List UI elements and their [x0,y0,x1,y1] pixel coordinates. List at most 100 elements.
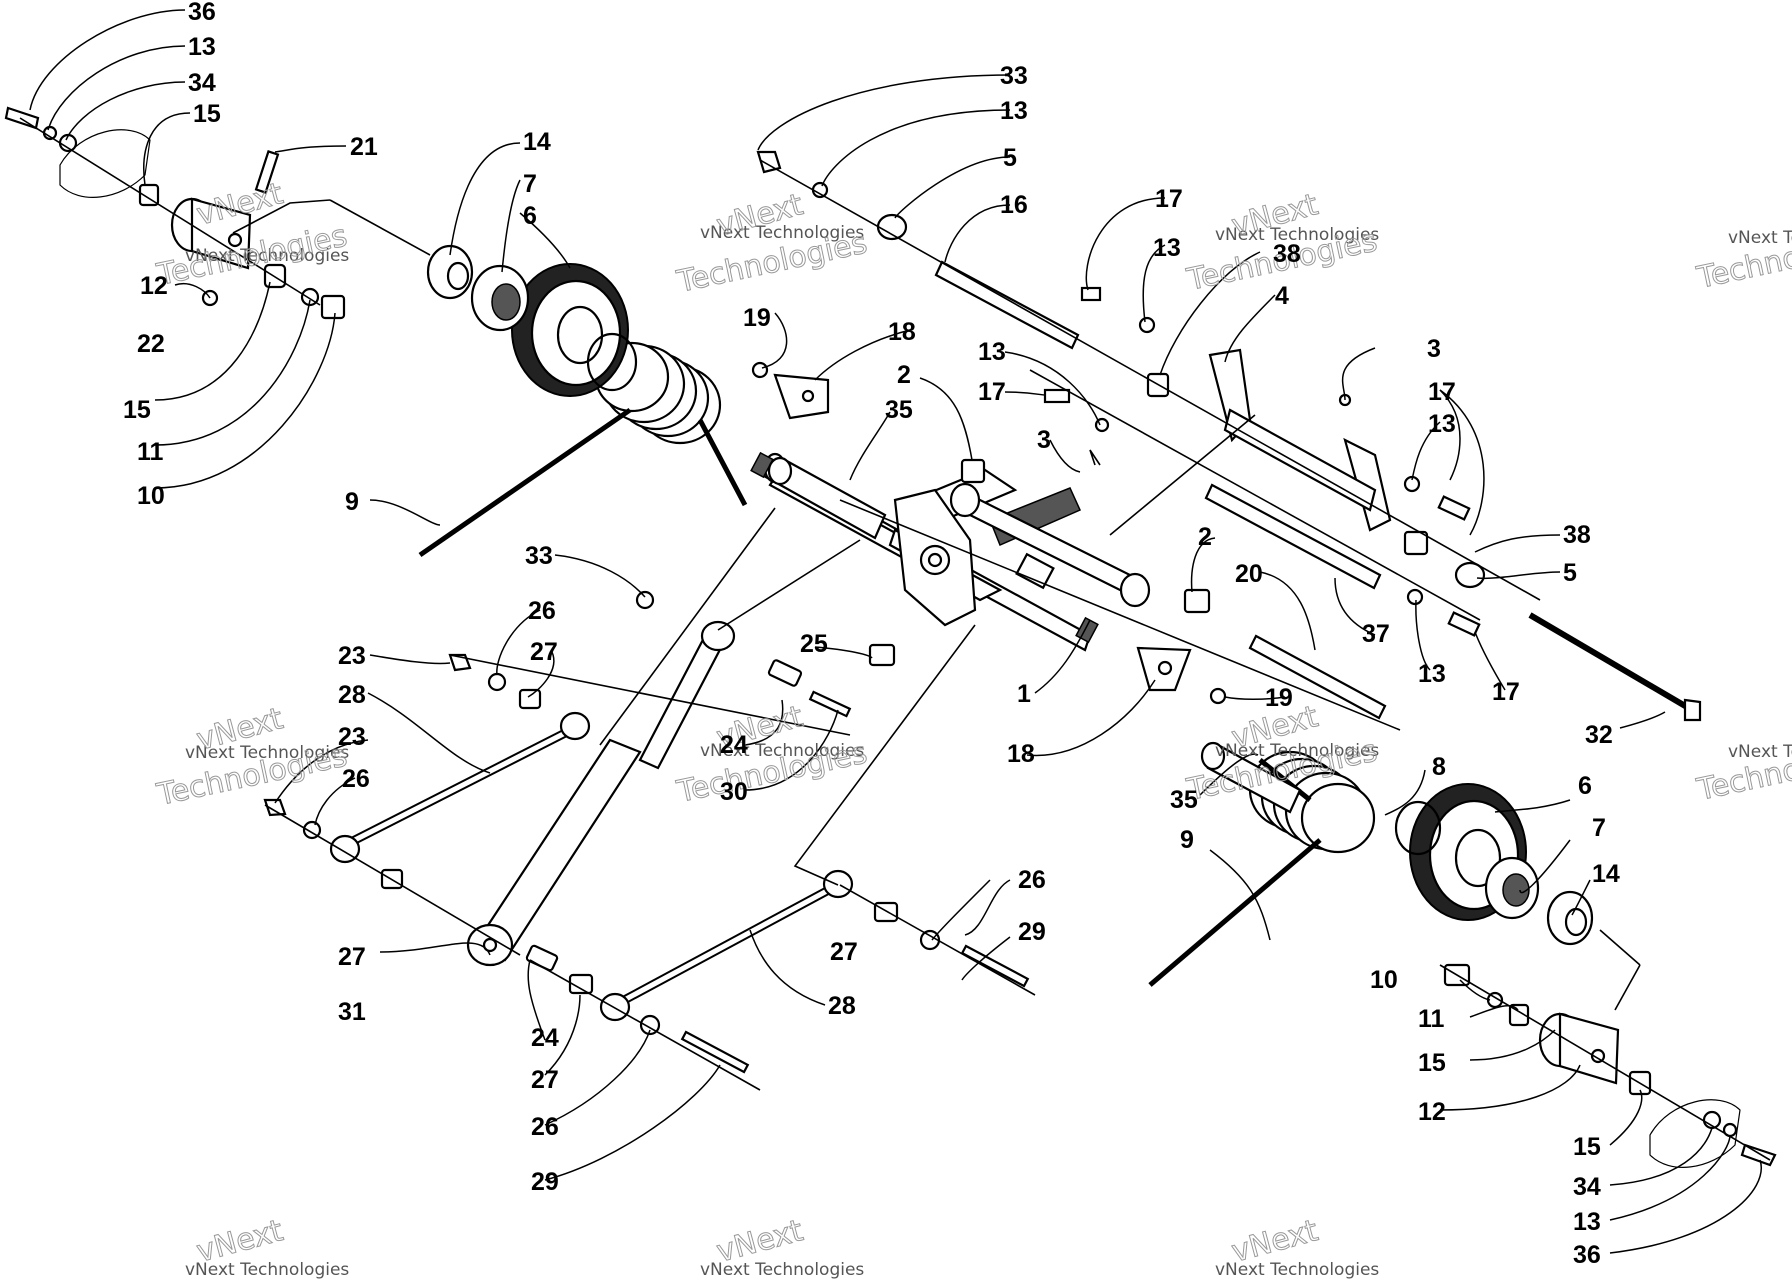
bushing-tubes [767,456,1302,814]
watermark: vNext Technologies [1215,225,1379,245]
links [329,711,854,1022]
part-label: 15 [1573,1133,1601,1161]
part-label: 1 [1017,680,1031,708]
part-label: 13 [188,33,216,61]
part-label: 5 [1003,144,1017,172]
watermark: vNext Technologies [185,246,349,266]
center-plate [893,488,977,627]
part-label: 27 [531,1066,559,1094]
part-label: 23 [338,642,366,670]
part-label: 35 [885,396,913,424]
part-label: 7 [1592,814,1606,842]
part-label: 22 [137,330,165,358]
part-label: 25 [800,630,828,658]
part-label: 19 [1265,684,1293,712]
part-label: 15 [1418,1049,1446,1077]
part-label: 26 [342,765,370,793]
part-label: 17 [1492,678,1520,706]
part-label: 3 [1427,335,1441,363]
part-label: 11 [137,438,164,466]
watermark: vNext Technologies [185,743,349,763]
part-label: 33 [1000,62,1028,90]
part-label: 14 [523,128,551,156]
parts-drawing [4,106,1777,1168]
part-label: 31 [338,998,366,1026]
part-label: 23 [338,723,366,751]
part-label: 17 [1155,185,1183,213]
part-label: 8 [1432,753,1446,781]
part-label: 11 [1418,1005,1445,1033]
part-label: 10 [1370,966,1398,994]
watermark: vNext Technologies [700,1260,864,1280]
part-label: 34 [1573,1173,1601,1201]
watermark: vNext Technologies [700,223,864,243]
part-label: 13 [978,338,1006,366]
part-label: 17 [978,378,1006,406]
part-label: 24 [531,1024,559,1052]
wheel-right [1394,783,1594,946]
part-label: 14 [1592,860,1620,888]
part-label: 3 [1037,426,1051,454]
watermark: vNext Technologies [700,741,864,761]
side-plates [59,129,1741,1168]
torsion-spring-left [418,341,748,558]
leader-lines [29,9,1762,1254]
watermark: vNext Technologies [1215,741,1379,761]
watermark: vNext Technologies [1728,228,1792,248]
part-label: 16 [1000,191,1028,219]
part-label: 15 [123,396,151,424]
part-label: 26 [1018,866,1046,894]
part-label: 13 [1428,410,1456,438]
part-label: 38 [1273,240,1301,268]
watermark: vNext Technologies [185,1260,349,1280]
part-label: 27 [830,938,858,966]
part-label: 38 [1563,521,1591,549]
part-label: 13 [1153,234,1181,262]
watermark: vNext Technologies [1728,742,1792,762]
part-label: 28 [828,992,856,1020]
part-label: 33 [525,542,553,570]
watermarks: vNext Technologies Technologies vNext vN… [153,176,1792,1280]
triangle-plates [773,373,1192,692]
part-label: 5 [1563,559,1577,587]
part-label: 26 [528,597,556,625]
part-label: 21 [350,133,378,161]
watermark: vNext Technologies [1215,1260,1379,1280]
part-label: 20 [1235,560,1263,588]
part-label: 10 [137,482,165,510]
part-label: 34 [188,69,216,97]
part-label: 27 [530,638,558,666]
part-label: 24 [720,731,748,759]
part-label: 6 [523,202,537,230]
part-label: 36 [188,0,216,26]
shock-absorber [466,620,736,967]
part-label: 30 [720,778,748,806]
part-label: 9 [345,488,359,516]
part-label: 26 [531,1113,559,1141]
part-label: 15 [193,100,221,128]
part-label: 29 [531,1168,559,1196]
part-label: 27 [338,943,366,971]
part-label: 13 [1573,1208,1601,1236]
part-label: 17 [1428,378,1456,406]
rods [934,260,1702,722]
part-label: 18 [888,318,916,346]
part-label: 19 [743,304,771,332]
part-label: 12 [140,272,168,300]
part-label: 35 [1170,786,1198,814]
part-label: 7 [523,170,537,198]
wheel-left [426,244,638,397]
part-label: 9 [1180,826,1194,854]
part-labels: 36 13 34 15 21 14 7 6 12 22 15 11 10 9 3… [123,0,1620,1269]
part-label: 4 [1275,282,1289,310]
part-label: 29 [1018,918,1046,946]
part-label: 13 [1418,660,1446,688]
end-brackets [170,197,1620,1085]
part-label: 37 [1362,620,1390,648]
part-label: 18 [1007,740,1035,768]
part-label: 32 [1585,721,1613,749]
part-label: 36 [1573,1241,1601,1269]
axis-lines [19,117,1771,1161]
part-label: 13 [1000,97,1028,125]
